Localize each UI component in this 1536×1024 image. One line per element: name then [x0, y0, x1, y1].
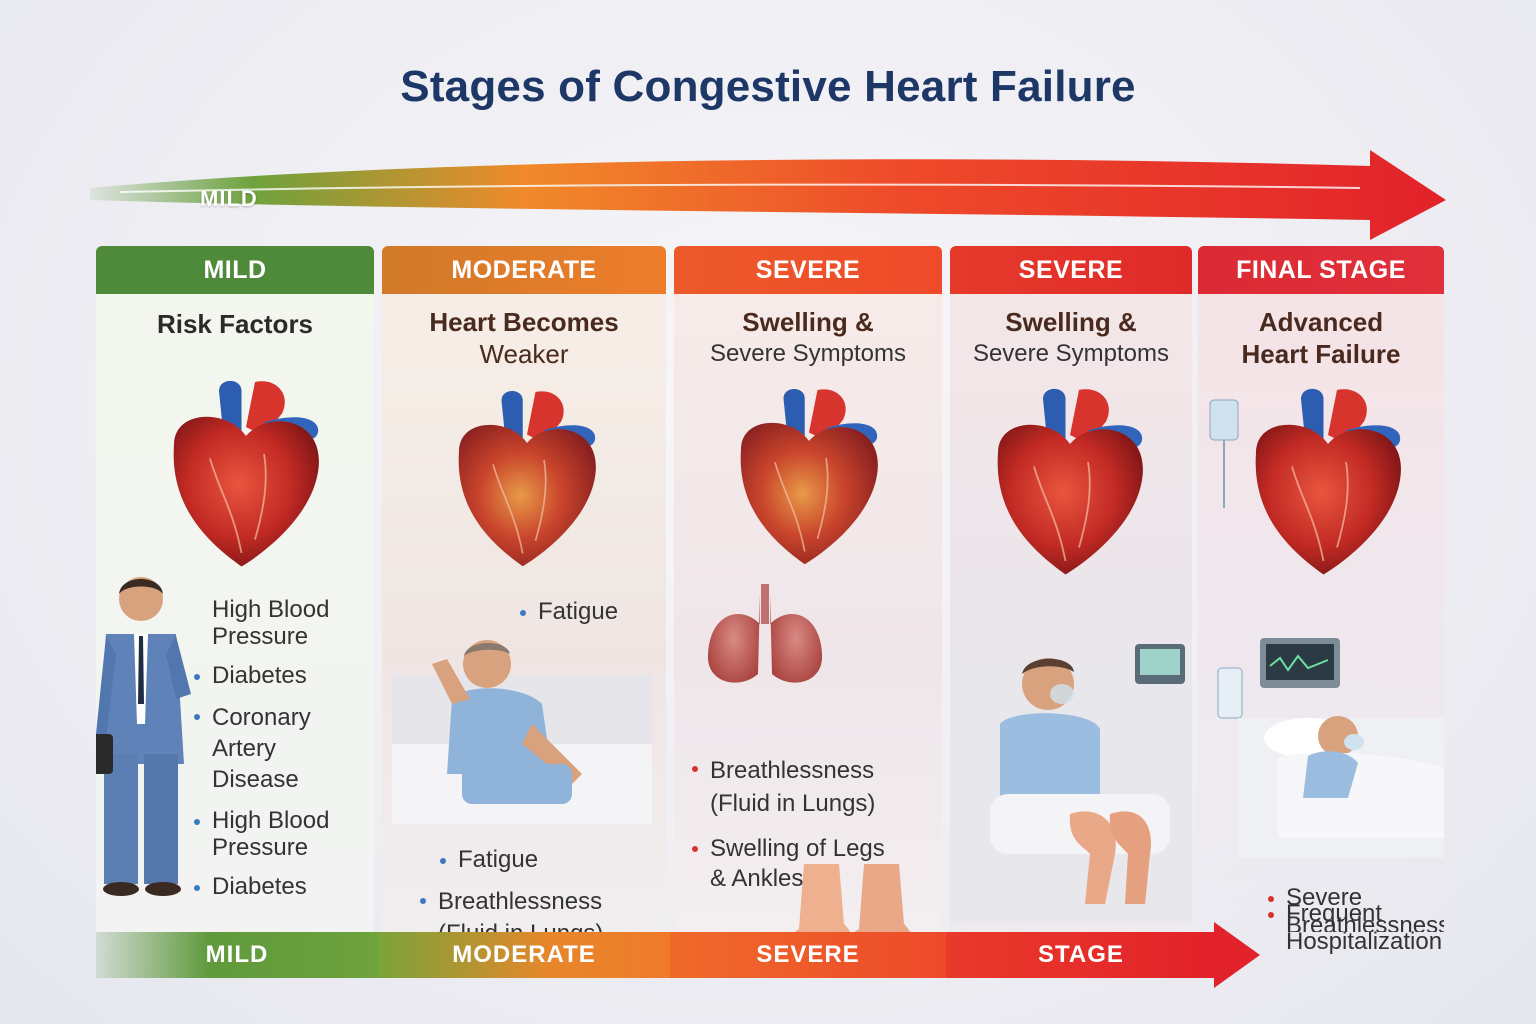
bottom-arrow-head	[1214, 922, 1260, 988]
list-item: Swelling of Legs & Ankles	[690, 834, 885, 894]
stage-panel-severe-2: SEVERE Swelling & Severe Symptoms	[950, 246, 1192, 932]
stage-heading-title: Advanced	[1258, 307, 1384, 337]
iv-drip-icon	[1209, 399, 1239, 508]
businessman-icon	[96, 577, 191, 896]
list-item: Frequent Hospitalization	[1266, 900, 1442, 956]
stage-heading: Advanced Heart Failure	[1198, 306, 1444, 370]
stage-panel-moderate: MODERATE Heart Becomes Weaker Fatigue	[382, 246, 666, 932]
stage-heading: Swelling & Severe Symptoms	[950, 306, 1192, 370]
hospital-bed-icon	[1217, 638, 1444, 858]
stage-header-severe-2: SEVERE	[950, 246, 1192, 294]
symptom-list: Severe Breathlessness	[1266, 884, 1444, 932]
stage-heading-subtitle: Severe Symptoms	[972, 340, 1170, 367]
heart-icon	[997, 388, 1143, 575]
bottom-segment-mild: MILD	[96, 932, 378, 978]
stage-panel-final: FINAL STAGE Advanced Heart Failure	[1198, 246, 1444, 932]
list-item: Diabetes	[192, 873, 329, 901]
tired-man-icon	[392, 640, 652, 824]
bottom-segment-severe: SEVERE	[670, 932, 946, 978]
stage-header-severe: SEVERE	[674, 246, 942, 294]
stage-heading-subtitle: Weaker	[479, 339, 569, 369]
heart-icon	[1255, 388, 1401, 575]
list-item: Severe Breathlessness	[1266, 884, 1444, 932]
stage-header-moderate: MODERATE	[382, 246, 666, 294]
risk-factor-list: High Blood Pressure Diabetes Coronary Ar…	[192, 596, 329, 913]
swollen-feet-icon	[794, 864, 911, 932]
page-title: Stages of Congestive Heart Failure	[400, 62, 1136, 111]
patient-oxygen-icon	[950, 644, 1192, 924]
bottom-segment-moderate: MODERATE	[378, 932, 670, 978]
stage-panel-severe: SEVERE Swelling & Severe Symptoms Breath…	[674, 246, 942, 932]
list-item: High Blood Pressure	[212, 596, 330, 650]
stage-header-mild: MILD	[96, 246, 374, 294]
list-item: Fatigue	[438, 846, 603, 874]
stage-header-final: FINAL STAGE	[1198, 246, 1444, 294]
symptom-list: Fatigue Breathlessness (Fluid in Lungs)	[418, 846, 603, 932]
list-item: Diabetes	[192, 662, 329, 690]
lungs-icon	[707, 584, 823, 683]
heart-icon	[740, 388, 878, 565]
bottom-progression-bar: MILD MODERATE SEVERE STAGE	[96, 922, 1260, 988]
stage-heading-title: Swelling &	[742, 307, 874, 337]
stage-heading-title: Risk Factors	[156, 309, 314, 339]
progression-arrow	[90, 150, 1446, 240]
list-item: Coronary Artery Disease	[192, 702, 329, 795]
list-item: Breathlessness (Fluid in Lungs)	[418, 886, 603, 932]
heart-icon	[173, 380, 319, 567]
stage-heading-title: Heart Becomes	[429, 307, 619, 337]
bottom-segment-stage: STAGE	[946, 932, 1216, 978]
stage-heading-title: Swelling &	[1005, 307, 1137, 337]
progression-arrow-label: MILD	[200, 186, 258, 211]
symptom-list-continued: Frequent Hospitalization	[1266, 900, 1442, 968]
list-item: Fatigue	[518, 598, 618, 626]
stage-heading: Risk Factors	[96, 308, 374, 340]
stage-heading: Swelling & Severe Symptoms	[674, 306, 942, 370]
symptom-list: Breathlessness (Fluid in Lungs) Swelling…	[690, 754, 885, 906]
heart-icon	[458, 390, 596, 567]
list-item: Breathlessness (Fluid in Lungs)	[690, 754, 885, 820]
list-item: High Blood Pressure	[192, 807, 329, 861]
stage-heading-subtitle: Heart Failure	[1241, 339, 1401, 369]
stage-panel-mild: MILD Risk Factors High Blood Pr	[96, 246, 374, 932]
symptom-list-top: Fatigue	[518, 598, 618, 638]
stage-heading: Heart Becomes Weaker	[382, 306, 666, 370]
stage-heading-subtitle: Severe Symptoms	[709, 340, 907, 367]
